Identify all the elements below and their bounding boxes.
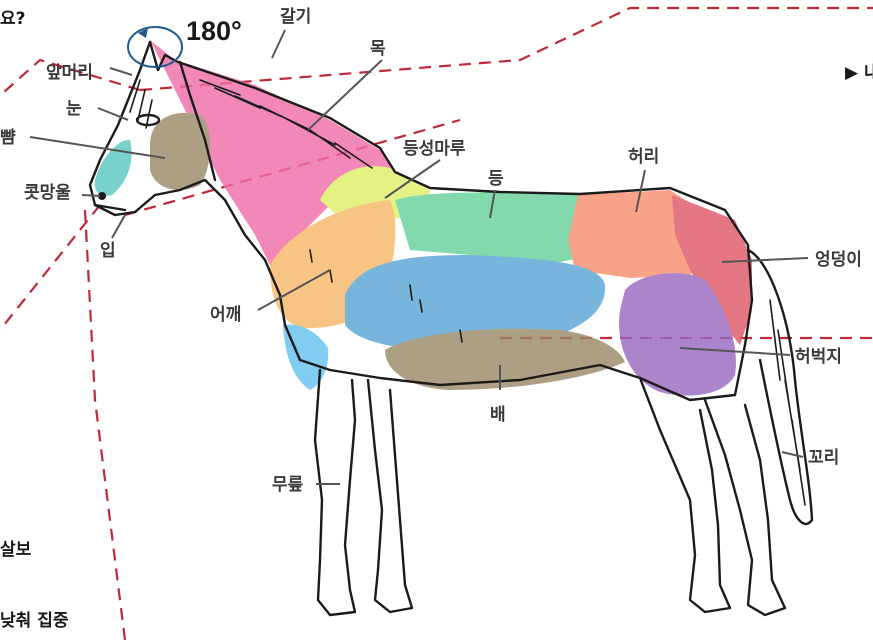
label-bae: 배 [490, 405, 506, 425]
region-back [395, 193, 600, 262]
label-ppyam: 뺨 [0, 128, 16, 148]
partial-question-text: 요? [0, 9, 26, 29]
label-deungseongmaru: 등성마루 [403, 139, 466, 159]
label-eongdeongi: 엉덩이 [815, 250, 862, 270]
region-cheek [150, 113, 210, 190]
label-apmeori: 앞머리 [46, 63, 93, 83]
label-kkori: 꼬리 [808, 448, 839, 468]
leader-kotmangul [82, 195, 100, 196]
label-ip: 입 [100, 241, 116, 261]
leader-mok [308, 60, 382, 130]
label-kotmangul: 콧망울 [24, 183, 71, 203]
label-nun: 눈 [66, 99, 82, 119]
label-heori: 허리 [628, 147, 659, 167]
label-mureup: 무릎 [272, 475, 304, 495]
label-mok: 목 [370, 39, 386, 59]
left-bottom-text-1: 살보 [0, 540, 32, 560]
leader-ppyam [30, 137, 165, 158]
label-heobeokji: 허벅지 [795, 347, 842, 367]
body-regions [95, 40, 752, 396]
leader-kkori [782, 452, 803, 457]
label-deung: 등 [488, 169, 504, 189]
rotation-degree-text: 180° [186, 16, 242, 46]
left-bottom-text-2: 낮춰 집중 [0, 611, 69, 631]
rotation-indicator: 180° [128, 16, 242, 67]
leader-apmeori [110, 68, 132, 75]
right-marker-text: ▶ 내 [845, 63, 873, 83]
leader-ip [112, 215, 125, 238]
label-eokkae: 어깨 [210, 305, 241, 325]
label-galgi: 갈기 [280, 7, 311, 27]
leader-galgi [272, 30, 285, 58]
